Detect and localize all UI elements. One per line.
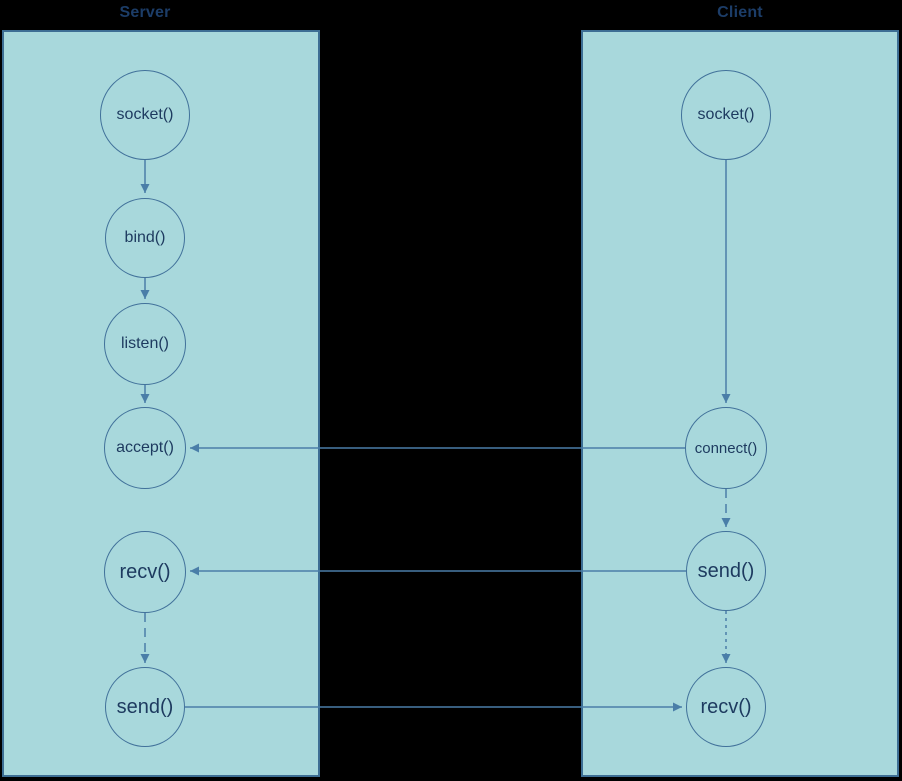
node-label-server-recv: recv(): [119, 560, 171, 583]
node-client-recv: recv(): [686, 667, 766, 747]
node-label-client-send: send(): [697, 559, 755, 582]
node-label-server-bind: bind(): [124, 229, 166, 246]
node-label-client-recv: recv(): [700, 695, 752, 718]
node-server-listen: listen(): [104, 303, 186, 385]
node-label-server-listen: listen(): [120, 335, 169, 352]
node-server-bind: bind(): [105, 198, 185, 278]
node-server-socket: socket(): [100, 70, 190, 160]
node-label-server-accept: accept(): [116, 439, 174, 456]
node-label-client-connect: connect(): [694, 439, 758, 457]
node-server-accept: accept(): [104, 407, 186, 489]
node-server-recv: recv(): [104, 531, 186, 613]
client-title: Client: [717, 4, 763, 21]
node-label-client-socket: socket(): [697, 106, 755, 123]
server-title: Server: [119, 4, 171, 21]
node-client-send: send(): [686, 531, 766, 611]
node-client-socket: socket(): [681, 70, 771, 160]
node-label-server-send: send(): [116, 695, 174, 718]
node-label-server-socket: socket(): [116, 106, 174, 123]
node-server-send: send(): [105, 667, 185, 747]
node-client-connect: connect(): [685, 407, 767, 489]
